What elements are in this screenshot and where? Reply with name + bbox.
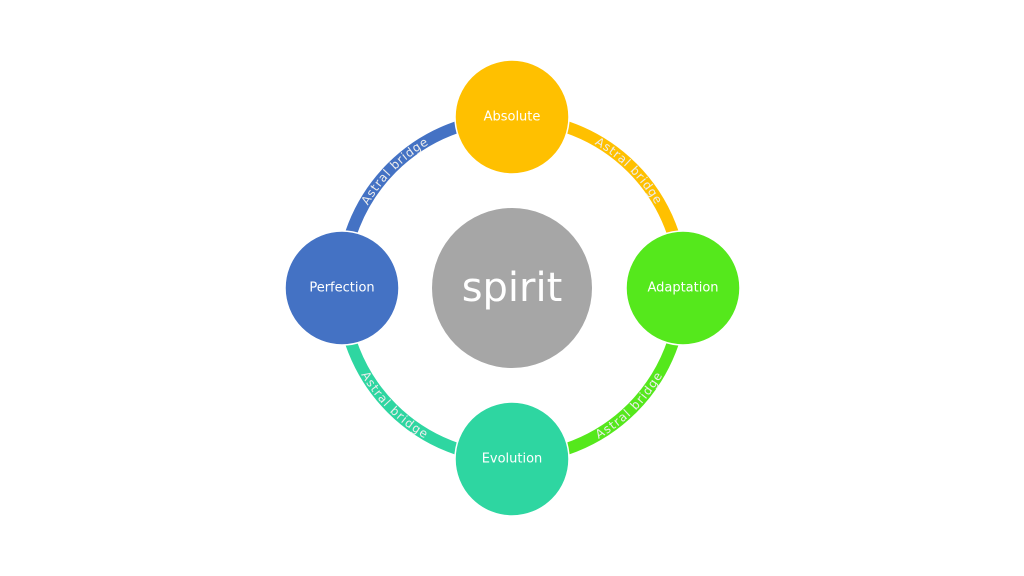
- node-label: Evolution: [482, 452, 543, 467]
- node-absolute: Absolute: [454, 59, 570, 175]
- node-label: Adaptation: [647, 281, 718, 296]
- node-label: Perfection: [309, 281, 374, 296]
- connector-label: Astral bridge: [358, 369, 431, 442]
- node-perfection: Perfection: [284, 230, 400, 346]
- node-evolution: Evolution: [454, 401, 570, 517]
- connector-label: Astral bridge: [358, 134, 431, 207]
- center-label: spirit: [462, 265, 563, 311]
- connector-label: Astral bridge: [593, 369, 666, 442]
- connector-label: Astral bridge: [593, 134, 666, 207]
- center-node-spirit: spirit: [432, 208, 592, 368]
- node-adaptation: Adaptation: [625, 230, 741, 346]
- node-label: Absolute: [484, 110, 541, 125]
